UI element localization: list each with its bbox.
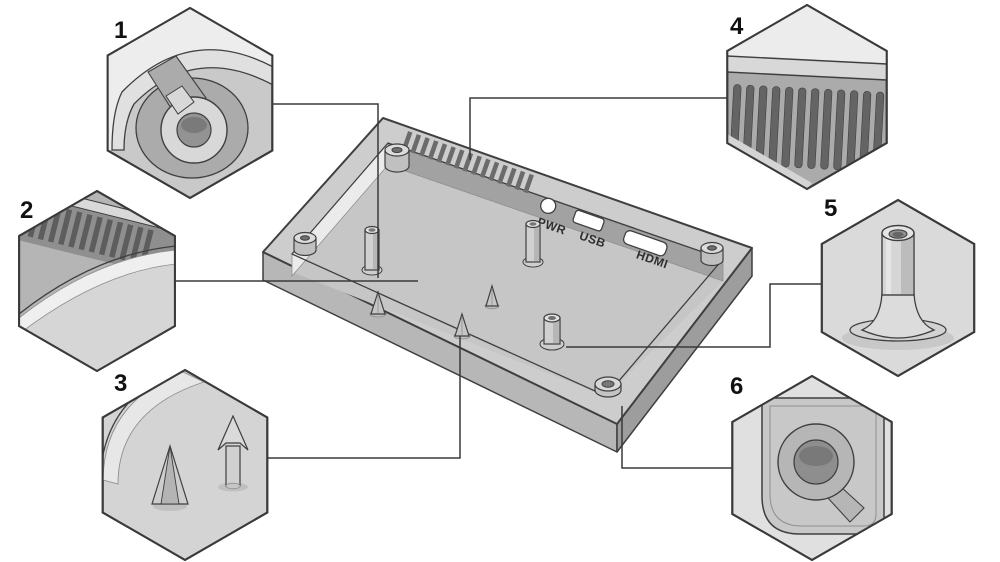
callout-2-number: 2 [20, 197, 33, 224]
callout-3: 3 [101, 368, 269, 562]
callout-3-border [101, 368, 269, 562]
callout-1: 1 [106, 6, 274, 200]
callout-5-number: 5 [824, 195, 837, 222]
leader-line-3 [267, 336, 461, 459]
callout-3-hexagon [101, 368, 269, 562]
port-pwr-cutout [540, 197, 557, 215]
callout-4-border [726, 3, 888, 191]
callout-6-border [731, 374, 893, 562]
snap-clip-1 [369, 290, 387, 318]
callout-6-number: 6 [730, 373, 743, 400]
callout-5-border [820, 198, 976, 378]
leader-line-1 [272, 103, 379, 278]
leader-line-4 [469, 97, 727, 160]
leader-line-6 [621, 406, 732, 469]
corner-boss-right [700, 241, 724, 267]
callout-4-detail [727, 5, 887, 189]
corner-boss-front [594, 376, 622, 398]
callout-3-number: 3 [114, 370, 127, 397]
port-hdmi-cutout [622, 230, 668, 257]
corner-boss-rear [384, 143, 410, 173]
standoff-rear-mid [522, 219, 544, 268]
snap-clip-2 [484, 283, 500, 310]
callout-1-number: 1 [114, 17, 127, 44]
snap-clip-3 [453, 312, 471, 340]
callout-4-number: 4 [730, 13, 744, 40]
enclosure-isometric: PWR USB HDMI [262, 117, 753, 453]
corner-boss-left [293, 231, 317, 257]
callout-1-detail [107, 8, 273, 179]
callout-3-detail [102, 370, 249, 511]
port-usb-cutout [572, 209, 605, 232]
enclosure-floor [292, 165, 723, 396]
callout-5-detail [842, 224, 954, 350]
callout-6-detail [761, 397, 885, 535]
leader-line-5 [566, 283, 822, 348]
callout-6: 6 [730, 373, 893, 562]
callout-2-border [18, 189, 176, 373]
callout-4: 4 [726, 3, 888, 191]
callout-5: 5 [820, 195, 976, 378]
standoff-rear-left [361, 225, 383, 276]
callout-2: 2 [18, 189, 176, 373]
standoff-center [539, 313, 565, 351]
leader-lines [175, 97, 822, 469]
callout-1-border [106, 6, 274, 200]
